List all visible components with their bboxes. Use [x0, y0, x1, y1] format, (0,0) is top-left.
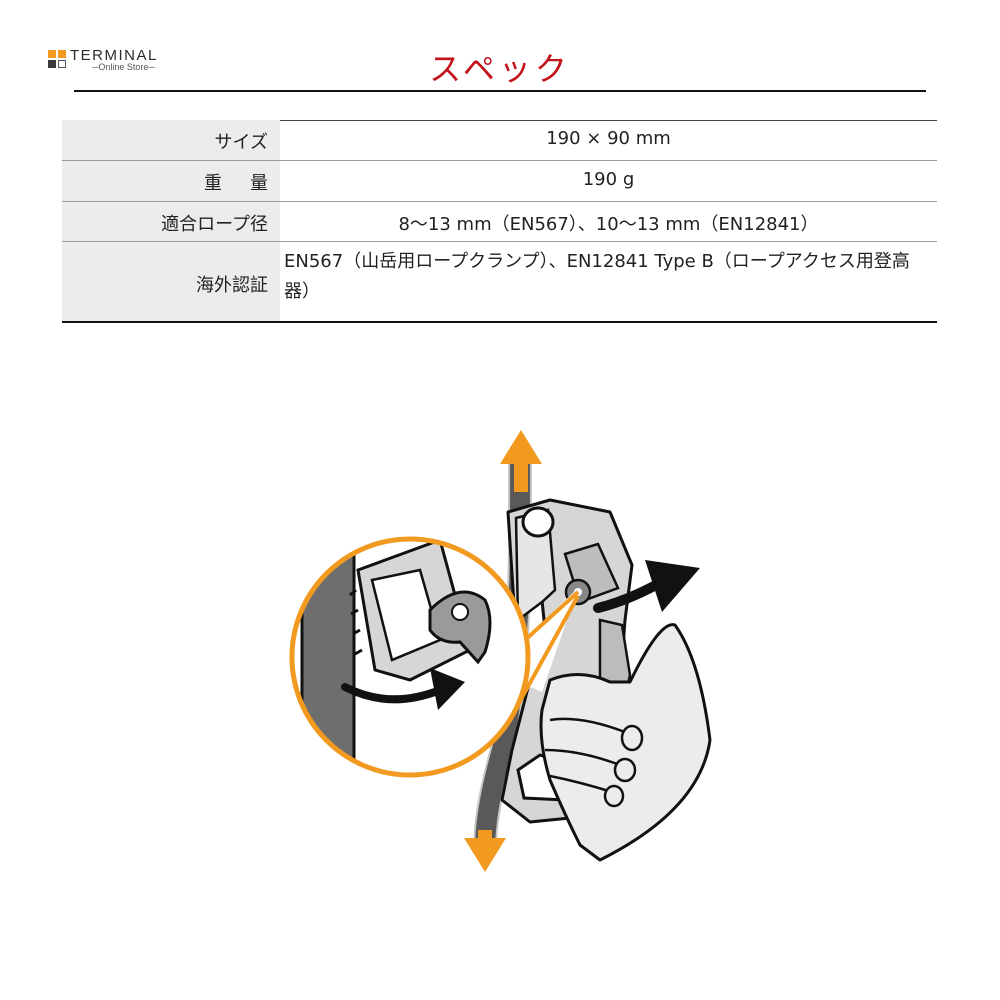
spec-row-weight: 重量 190 g [62, 161, 937, 202]
spec-label: 海外認証 [62, 242, 280, 321]
logo-mark-icon [48, 50, 68, 70]
up-arrow-icon [500, 430, 542, 492]
spec-value: EN567（山岳用ロープクランプ）、EN12841 Type B（ロープアクセス… [284, 251, 910, 302]
store-logo[interactable]: TERMINAL ─Online Store─ [48, 47, 178, 74]
title-divider [74, 90, 926, 92]
logo-name: TERMINAL [70, 47, 158, 64]
page-title: スペック [429, 50, 571, 88]
spec-row-rope-diameter: 適合ロープ径 8～13 mm（EN567）、10～13 mm（EN12841） [62, 202, 937, 242]
hand [539, 623, 712, 862]
rotation-arrow-icon [593, 560, 700, 613]
logo-tagline: ─Online Store─ [92, 62, 155, 72]
spec-row-size: サイズ 190 × 90 mm [62, 120, 937, 161]
down-arrow-icon [464, 830, 506, 872]
table-top-rule [62, 120, 937, 121]
spec-value: 190 × 90 mm [546, 128, 671, 149]
spec-row-certification: 海外認証 EN567（山岳用ロープクランプ）、EN12841 Type B（ロー… [62, 242, 937, 323]
spec-label: 適合ロープ径 [62, 202, 280, 241]
spec-label: 重量 [62, 161, 280, 201]
spec-value: 190 g [582, 169, 635, 190]
spec-value: 8～13 mm（EN567）、10～13 mm（EN12841） [398, 214, 819, 235]
spec-label: サイズ [62, 120, 280, 160]
rope-clamp-device-illustration [289, 430, 712, 872]
